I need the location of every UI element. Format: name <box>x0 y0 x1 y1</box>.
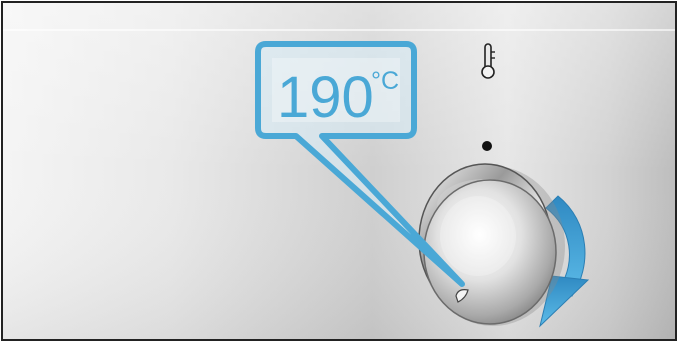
temperature-unit: °C <box>371 67 399 95</box>
indicator-dot-icon <box>482 141 492 151</box>
temperature-value: 190 <box>277 65 374 130</box>
